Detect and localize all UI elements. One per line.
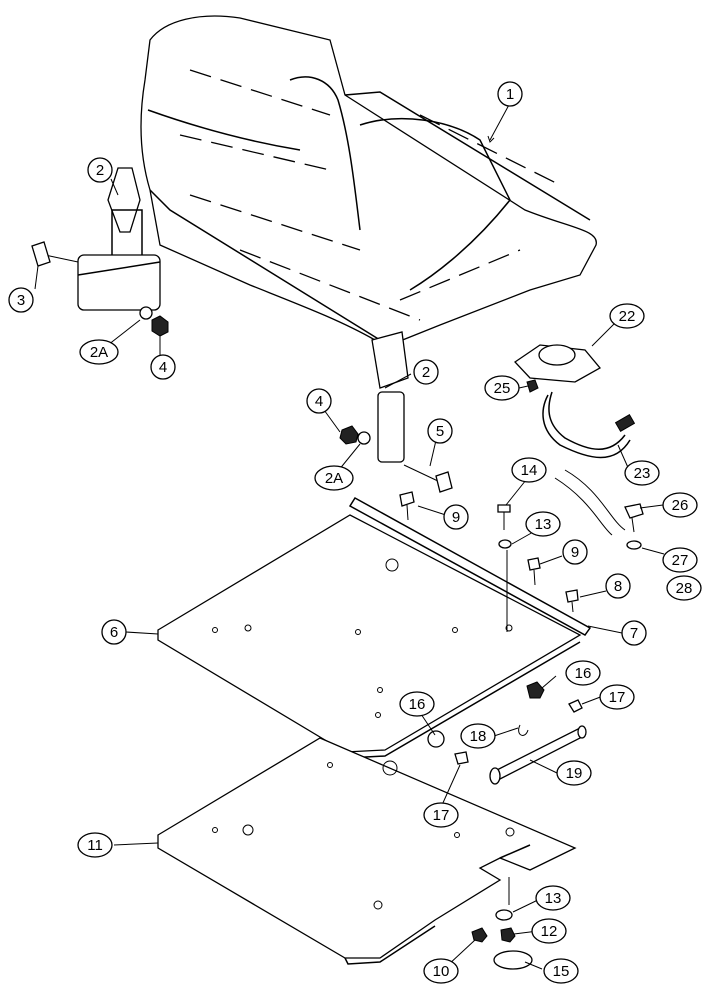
- svg-text:15: 15: [553, 963, 570, 980]
- hardware: [399, 491, 644, 970]
- callout-27: 27: [662, 547, 698, 573]
- left-belt-buckle: [31, 167, 169, 337]
- svg-text:26: 26: [672, 497, 689, 514]
- svg-text:17: 17: [433, 807, 450, 824]
- svg-text:1: 1: [506, 86, 514, 103]
- svg-text:10: 10: [433, 963, 450, 980]
- callout-23: 23: [624, 460, 660, 486]
- callout-15: 15: [543, 958, 579, 984]
- callout-6: 6: [101, 619, 127, 645]
- svg-text:28: 28: [676, 580, 693, 597]
- callouts: 1 2 2 2A 2A 3 4 4 5 6 7 8 9 9 10 11 12 1…: [8, 81, 702, 984]
- svg-text:9: 9: [571, 544, 579, 561]
- svg-text:2A: 2A: [90, 344, 108, 361]
- svg-text:16: 16: [409, 696, 426, 713]
- right-belt-buckle: [339, 331, 453, 493]
- svg-text:6: 6: [110, 624, 118, 641]
- svg-text:18: 18: [470, 728, 487, 745]
- callout-13-upper: 13: [525, 511, 561, 537]
- svg-text:22: 22: [619, 308, 636, 325]
- svg-text:4: 4: [315, 393, 323, 410]
- svg-text:23: 23: [634, 465, 651, 482]
- screw-25: [526, 379, 539, 393]
- svg-text:2: 2: [96, 162, 104, 179]
- svg-text:25: 25: [494, 380, 511, 397]
- base-plate: [157, 737, 577, 965]
- callout-4-left: 4: [150, 354, 176, 380]
- callout-2-right: 2: [413, 359, 439, 385]
- svg-text:11: 11: [87, 837, 103, 854]
- svg-text:19: 19: [566, 765, 583, 782]
- callout-22: 22: [609, 303, 645, 329]
- svg-text:3: 3: [17, 292, 25, 309]
- callout-18: 18: [460, 723, 496, 749]
- callout-26: 26: [662, 492, 698, 518]
- callout-3: 3: [8, 287, 34, 313]
- callout-16-right: 16: [565, 660, 601, 686]
- callout-9-right: 9: [562, 539, 588, 565]
- callout-8: 8: [605, 573, 631, 599]
- callout-2a-right: 2A: [314, 465, 354, 491]
- svg-text:14: 14: [521, 462, 538, 479]
- callout-4-right: 4: [306, 388, 332, 414]
- svg-text:13: 13: [535, 516, 552, 533]
- callout-7: 7: [621, 620, 647, 646]
- callout-19: 19: [556, 760, 592, 786]
- svg-text:16: 16: [575, 665, 592, 682]
- callout-25: 25: [484, 375, 520, 401]
- svg-text:4: 4: [159, 359, 167, 376]
- callout-17-left: 17: [423, 802, 459, 828]
- callout-11: 11: [77, 832, 113, 858]
- callout-13-lower: 13: [535, 885, 571, 911]
- washer-2a-left: [139, 306, 153, 320]
- svg-text:5: 5: [436, 423, 444, 440]
- svg-text:13: 13: [545, 890, 562, 907]
- callout-14: 14: [511, 457, 547, 483]
- callout-2a-left: 2A: [79, 339, 119, 365]
- nut-4-left: [151, 315, 169, 337]
- svg-text:17: 17: [609, 689, 626, 706]
- callout-28: 28: [666, 575, 702, 601]
- callout-1: 1: [497, 81, 523, 107]
- callout-12: 12: [531, 918, 567, 944]
- callout-16-left: 16: [399, 691, 435, 717]
- svg-text:8: 8: [614, 578, 622, 595]
- callout-9-left: 9: [443, 504, 469, 530]
- svg-text:12: 12: [541, 923, 558, 940]
- svg-text:2: 2: [422, 364, 430, 381]
- svg-text:2A: 2A: [325, 470, 343, 487]
- callout-17-right: 17: [599, 684, 635, 710]
- svg-text:27: 27: [672, 552, 689, 569]
- nut-4-right: [339, 425, 359, 445]
- callout-2-left: 2: [87, 157, 113, 183]
- callout-10: 10: [423, 958, 459, 984]
- svg-text:9: 9: [452, 509, 460, 526]
- seat-switch-harness: [514, 344, 636, 536]
- washer-2a-right: [357, 431, 371, 445]
- seat-assembly: [140, 15, 597, 346]
- svg-text:7: 7: [630, 625, 638, 642]
- callout-5: 5: [427, 418, 453, 444]
